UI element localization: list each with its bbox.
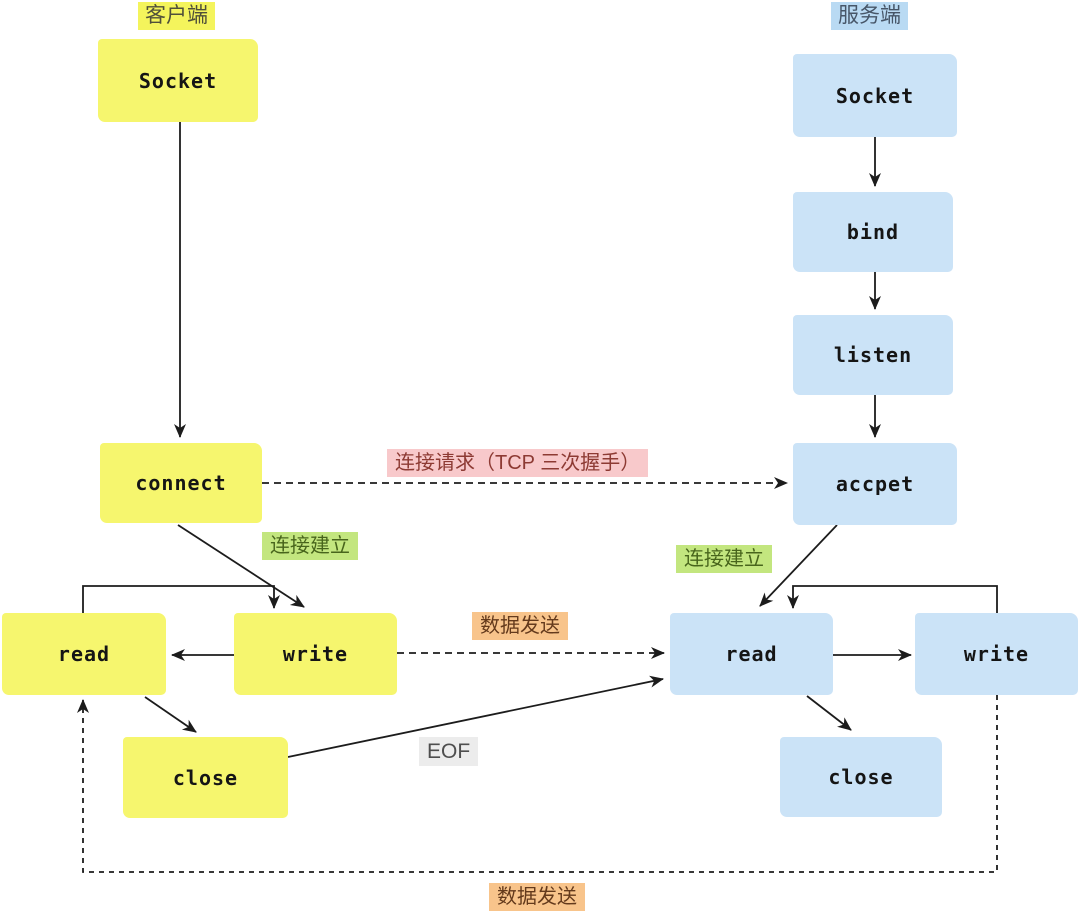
label-data-send-top: 数据发送 [472, 612, 568, 640]
server-column-header: 服务端 [831, 2, 908, 31]
edge-server-read-to-close [806, 695, 852, 731]
node-server-bind: bind [793, 192, 953, 272]
edge-server-write-loop-to-read [787, 585, 998, 613]
node-server-close: close [780, 737, 942, 817]
label-data-send-bottom: 数据发送 [489, 883, 585, 911]
edge-client-read-loop-to-write [82, 585, 280, 613]
node-server-read: read [670, 613, 833, 695]
label-connection-established-client: 连接建立 [262, 532, 358, 560]
node-server-listen: listen [793, 315, 953, 395]
node-client-socket: Socket [98, 39, 258, 122]
label-connection-established-server: 连接建立 [676, 545, 772, 573]
node-client-connect: connect [100, 443, 262, 523]
edge-client-close-to-server-read-eof [287, 675, 664, 758]
node-server-socket: Socket [793, 54, 957, 137]
label-connection-request-tcp-handshake: 连接请求（TCP 三次握手） [387, 449, 649, 477]
node-client-close: close [123, 737, 288, 818]
edge-connect-to-client-write [177, 524, 305, 608]
client-column-header: 客户端 [138, 2, 215, 31]
node-server-write: write [915, 613, 1078, 695]
edge-server-write-to-client-read-data [77, 695, 998, 873]
edge-accpet-to-server-read [759, 524, 838, 607]
label-eof: EOF [419, 737, 479, 767]
edge-client-read-to-close [144, 696, 197, 733]
node-client-write: write [234, 613, 397, 695]
node-server-accpet: accpet [793, 443, 957, 525]
node-client-read: read [2, 613, 166, 695]
